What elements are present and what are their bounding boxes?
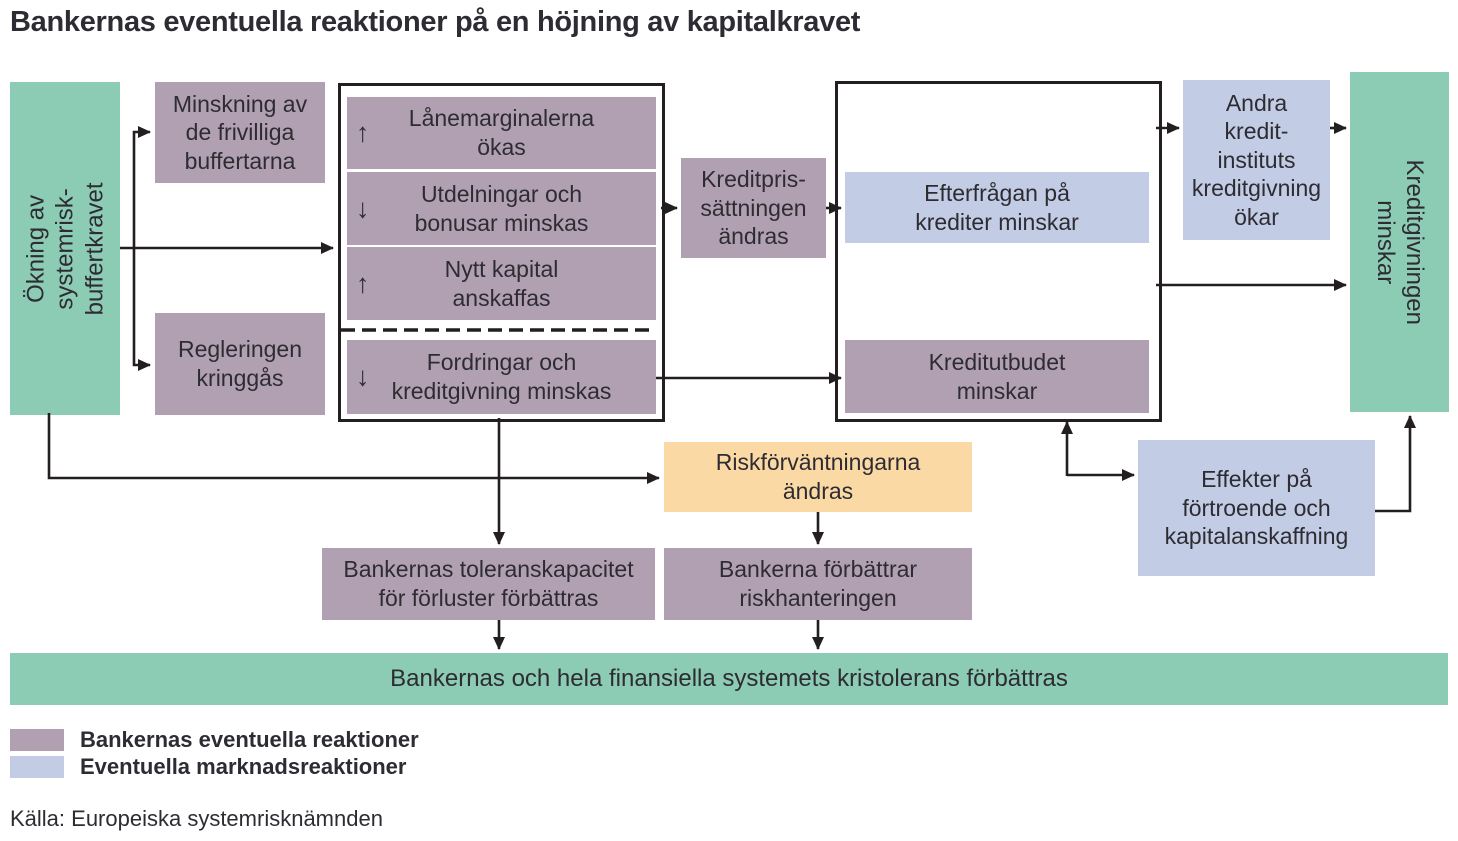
- decrease-arrow-icon: ↓: [356, 361, 370, 392]
- node-label: Kreditgivningen minskar: [1371, 159, 1428, 325]
- node-label: Kreditutbudet minskar: [928, 348, 1066, 404]
- node-andra-kreditinstituts-kreditgivning-okar: Andra kredit- instituts kreditgivning ök…: [1183, 80, 1330, 240]
- node-label: Regleringen kringgås: [177, 336, 303, 391]
- node-kristolerans-forbattras: Bankernas och hela finansiella systemets…: [10, 653, 1448, 705]
- node-label: Bankernas toleranskapacitet för förluste…: [343, 556, 634, 611]
- node-efterfragan-krediter-minskar: Efterfrågan på krediter minskar: [845, 172, 1149, 243]
- node-kreditprissattningen-andras: Kreditpris- sättningen ändras: [681, 158, 826, 258]
- decrease-arrow-icon: ↓: [356, 193, 370, 223]
- legend-label: Eventuella marknadsreaktioner: [80, 754, 407, 779]
- node-riskforvantningarna-andras: Riskförväntningarna ändras: [664, 442, 972, 512]
- node-lanemarginalerna-okas: ↑ Lånemarginalerna ökas: [347, 97, 656, 169]
- node-kreditutbudet-minskar: Kreditutbudet minskar: [845, 340, 1149, 413]
- node-label: Kreditpris- sättningen ändras: [700, 166, 807, 250]
- node-label: Andra kredit- instituts kreditgivning ök…: [1191, 89, 1322, 230]
- legend-item-bank-reactions: Bankernas eventuella reaktioner: [10, 727, 419, 753]
- group-kreditmarknad: [835, 81, 1162, 422]
- source-note: Källa: Europeiska systemrisknämnden: [10, 806, 383, 831]
- node-label: Bankerna förbättrar riskhanteringen: [718, 556, 918, 611]
- legend-label: Bankernas eventuella reaktioner: [80, 727, 419, 752]
- legend-swatch-blue: [10, 756, 64, 778]
- legend-item-market-reactions: Eventuella marknadsreaktioner: [10, 754, 406, 780]
- node-label: Efterfrågan på krediter minskar: [915, 179, 1079, 235]
- increase-arrow-icon: ↑: [356, 268, 370, 298]
- node-bankerna-forbattrar-riskhanteringen: Bankerna förbättrar riskhanteringen: [664, 548, 972, 620]
- node-effekter-fortroende-kapitalanskaffning: Effekter på förtroende och kapitalanskaf…: [1138, 440, 1375, 576]
- node-kreditgivningen-minskar: Kreditgivningen minskar: [1350, 72, 1449, 412]
- node-label: Effekter på förtroende och kapitalanskaf…: [1164, 466, 1349, 550]
- node-label: Utdelningar och bonusar minskas: [414, 180, 589, 236]
- node-label: Fordringar och kreditgivning minskas: [391, 349, 612, 404]
- node-label: Minskning av de frivilliga buffertarna: [172, 90, 308, 174]
- node-regleringen-kringgas: Regleringen kringgås: [155, 313, 325, 415]
- node-okning-systemriskbuffertkravet: Ökning av systemrisk- buffertkravet: [10, 82, 120, 415]
- node-toleranskapacitet-forbattras: Bankernas toleranskapacitet för förluste…: [322, 548, 655, 620]
- node-label: Lånemarginalerna ökas: [408, 105, 595, 160]
- node-label: Riskförväntningarna ändras: [715, 449, 921, 504]
- node-label: Ökning av systemrisk- buffertkravet: [22, 182, 108, 315]
- node-label: Bankernas och hela finansiella systemets…: [390, 665, 1068, 693]
- legend-swatch-purple: [10, 729, 64, 751]
- node-utdelningar-bonusar-minskas: ↓ Utdelningar och bonusar minskas: [347, 172, 656, 245]
- node-nytt-kapital-anskaffas: ↑ Nytt kapital anskaffas: [347, 247, 656, 320]
- node-label: Nytt kapital anskaffas: [444, 255, 559, 311]
- increase-arrow-icon: ↑: [356, 117, 370, 148]
- page-title: Bankernas eventuella reaktioner på en hö…: [10, 6, 861, 38]
- node-minskning-frivilliga-buffertarna: Minskning av de frivilliga buffertarna: [155, 82, 325, 183]
- node-fordringar-kreditgivning-minskas: ↓ Fordringar och kreditgivning minskas: [347, 340, 656, 414]
